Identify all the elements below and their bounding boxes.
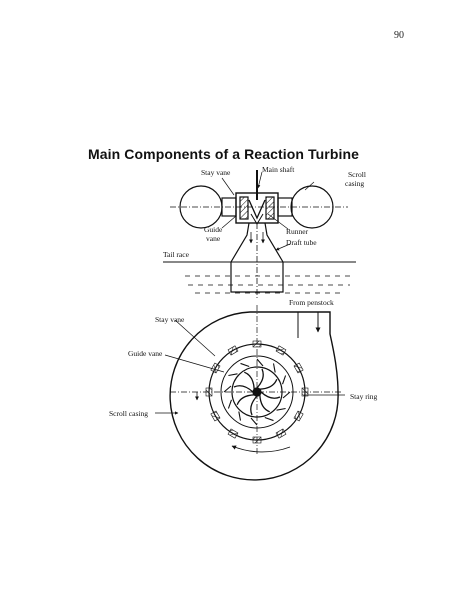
label-guide-vane-plan: Guide vane [128,349,163,358]
runner [248,199,266,220]
label-stay-vane-plan: Stay vane [155,315,185,324]
label-runner: Runner [286,227,309,236]
scroll-casing-spiral [169,311,339,481]
label-scroll-casing-plan: Scroll casing [109,409,148,418]
label-guide-vane-top-1: Guide [204,225,223,234]
stay-vanes [205,340,309,444]
label-main-shaft: Main shaft [262,165,295,174]
elevation-view [163,170,356,300]
plan-view [155,305,345,481]
label-draft-tube: Draft tube [286,238,317,247]
label-scroll-casing-top-1: Scroll [348,170,366,179]
diagram-title: Main Components of a Reaction Turbine [88,146,360,162]
label-stay-ring: Stay ring [350,392,378,401]
page-number: 90 [394,30,404,41]
label-guide-vane-top-2: vane [206,234,221,243]
label-stay-vane-top: Stay vane [201,168,231,177]
scroll-casing-right [290,185,334,229]
label-from-penstock: From penstock [289,298,334,307]
runner-blades [233,368,281,416]
label-scroll-casing-top-2: casing [345,179,364,188]
label-tail-race: Tail race [163,250,190,259]
draft-tube [230,222,284,293]
guide-vanes [223,358,291,426]
